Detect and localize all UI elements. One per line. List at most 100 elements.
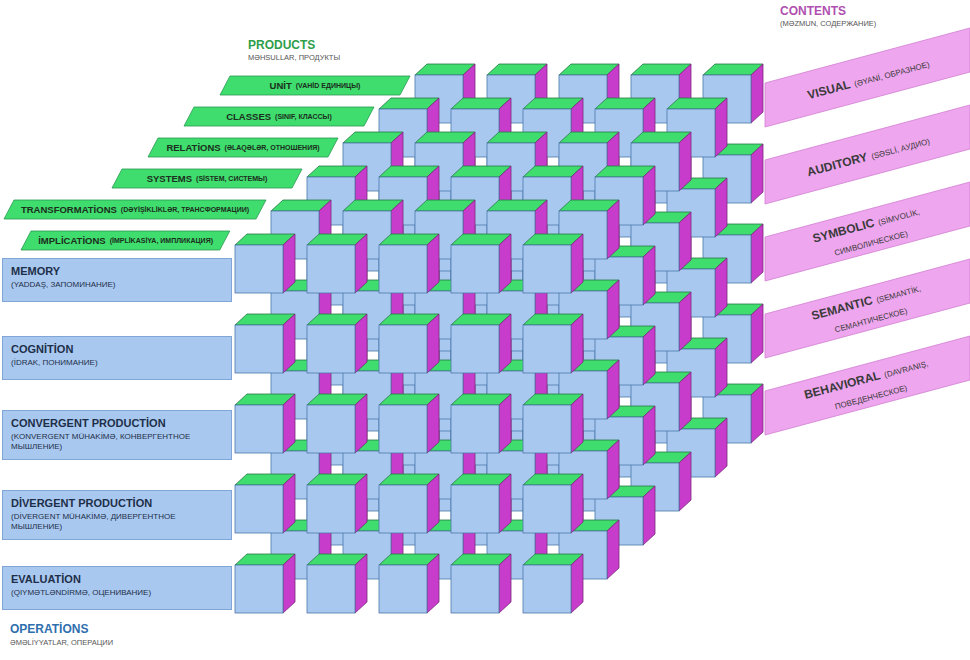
content-band: VISUAL(ƏYANİ, ОБРАЗНОЕ): [765, 28, 970, 127]
cube-front: [451, 325, 499, 373]
cube-front: [307, 325, 355, 373]
cube-side: [607, 520, 619, 579]
band-text: SYSTEMS(SİSTEM, СИСТЕМЫ): [147, 169, 268, 188]
cube: [235, 474, 295, 533]
cube-side: [607, 360, 619, 419]
cube-side: [355, 394, 367, 453]
cube: [451, 234, 511, 293]
product-band: İMPLİCATİONS (İMPLİKASİYA, ИМПЛИКАЦИЯ): [21, 231, 230, 250]
cube-front: [523, 405, 571, 453]
cube-side: [679, 372, 691, 431]
cube: [523, 234, 583, 293]
cube-front: [451, 245, 499, 293]
band-fill: [765, 182, 970, 281]
band-text: BEHAVIORAL(DAVRANIŞ, ПОВЕДЕНЧЕСКОЕ): [778, 346, 956, 425]
product-band: TRANSFORMATİONS(DƏYİŞİKLİKLƏR, ТРАНСФОРМ…: [4, 200, 266, 219]
cube-side: [643, 326, 655, 385]
band-text: TRANSFORMATİONS(DƏYİŞİKLİKLƏR, ТРАНСФОРМ…: [21, 200, 249, 219]
cube-side: [283, 394, 295, 453]
axis-title: CONTENTS: [780, 4, 846, 18]
cube-side: [751, 304, 763, 363]
cube-side: [715, 258, 727, 317]
cube-side: [715, 338, 727, 397]
cube-side: [355, 474, 367, 533]
cube-side: [499, 394, 511, 453]
cube-front: [523, 325, 571, 373]
cube: [235, 234, 295, 293]
product-name: İMPLİCATİONS: [38, 236, 105, 246]
cube-front: [451, 565, 499, 613]
band-fill: [765, 259, 970, 358]
cube-front: [451, 485, 499, 533]
cube-side: [679, 292, 691, 351]
product-name: SYSTEMS: [147, 174, 192, 184]
cube-front: [307, 405, 355, 453]
product-translation: (VAHİD ЕДИНИЦЫ): [296, 82, 361, 89]
cube-side: [427, 234, 439, 293]
operation-translation: (YADDAŞ, ЗАПОМИНАНИЕ): [11, 280, 223, 290]
cube: [379, 554, 439, 613]
cube: [307, 314, 367, 373]
cube-front: [307, 485, 355, 533]
operation-box: DİVERGENT PRODUCTİON(DİVERGENT MÜHAKİMƏ,…: [2, 490, 232, 540]
product-name: RELATİONS: [166, 143, 220, 153]
cube-front: [523, 485, 571, 533]
cube-side: [607, 440, 619, 499]
cube-side: [715, 98, 727, 157]
band-fill: [184, 107, 374, 126]
cube-front: [523, 565, 571, 613]
operation-translation: (İDRAK, ПОНИМАНИЕ): [11, 358, 223, 368]
cube-side: [607, 280, 619, 339]
cube-front: [379, 245, 427, 293]
cube-side: [643, 246, 655, 305]
cube-side: [715, 418, 727, 477]
cube-side: [751, 384, 763, 443]
band-text: SYMBOLIC(SİMVOLİK, СИМВОЛИЧЕСКОЕ): [778, 192, 956, 271]
operation-box: COGNİTİON(İDRAK, ПОНИМАНИЕ): [2, 336, 232, 380]
cube: [307, 394, 367, 453]
operation-box: MEMORY (YADDAŞ, ЗАПОМИНАНИЕ): [2, 258, 232, 302]
band-fill: [112, 169, 302, 188]
operation-name: MEMORY: [11, 265, 223, 278]
cube-side: [499, 234, 511, 293]
cube-front: [451, 405, 499, 453]
cube-side: [355, 314, 367, 373]
axis-subtitle: MƏHSULLAR, ПРОДУКТЫ: [248, 53, 340, 62]
band-fill: [21, 231, 230, 250]
cube-side: [355, 234, 367, 293]
band-text: SEMANTIC(SEMANTİK, СЕМАНТИЧЕСКОЕ): [778, 269, 956, 348]
axis-title: PRODUCTS: [248, 38, 315, 52]
operation-name: DİVERGENT PRODUCTİON: [11, 497, 223, 510]
cube: [307, 474, 367, 533]
cube-side: [643, 486, 655, 545]
cube-side: [679, 132, 691, 191]
cube-side: [607, 200, 619, 259]
cube-side: [283, 234, 295, 293]
cube-front: [379, 565, 427, 613]
content-band: SEMANTIC(SEMANTİK, СЕМАНТИЧЕСКОЕ): [765, 259, 970, 358]
cube: [451, 394, 511, 453]
cube-side: [571, 234, 583, 293]
cube: [379, 314, 439, 373]
band-text: İMPLİCATİONS (İMPLİKASİYA, ИМПЛИКАЦИЯ): [38, 231, 213, 250]
axis-title: OPERATİONS: [10, 622, 88, 636]
cube-side: [679, 212, 691, 271]
operation-translation: (QIYMƏTLƏNDİRMƏ, ОЦЕНИВАНИЕ): [11, 588, 223, 598]
operation-box: EVALUATİON (QIYMƏTLƏNDİRMƏ, ОЦЕНИВАНИЕ): [2, 566, 232, 610]
band-shape: [765, 105, 970, 204]
cube-front: [235, 245, 283, 293]
product-translation: (SINIF, КЛАССЫ): [275, 113, 332, 120]
cube-side: [499, 554, 511, 613]
cube-side: [571, 394, 583, 453]
band-fill: [765, 105, 970, 204]
cube-front: [235, 405, 283, 453]
operation-name: EVALUATİON: [11, 573, 223, 586]
band-fill: [4, 200, 266, 219]
cube-front: [379, 405, 427, 453]
product-translation: (İMPLİKASİYA, ИМПЛИКАЦИЯ): [110, 237, 213, 244]
operation-translation: (KONVERGENT MÜHAKİMƏ, КОНВЕРГЕНТНОЕ МЫШЛ…: [11, 432, 223, 452]
cube-side: [499, 474, 511, 533]
product-band: RELATİONS(ƏLAQƏLƏR, ОТНОШЕНИЯ): [148, 138, 338, 157]
cube-front: [235, 325, 283, 373]
